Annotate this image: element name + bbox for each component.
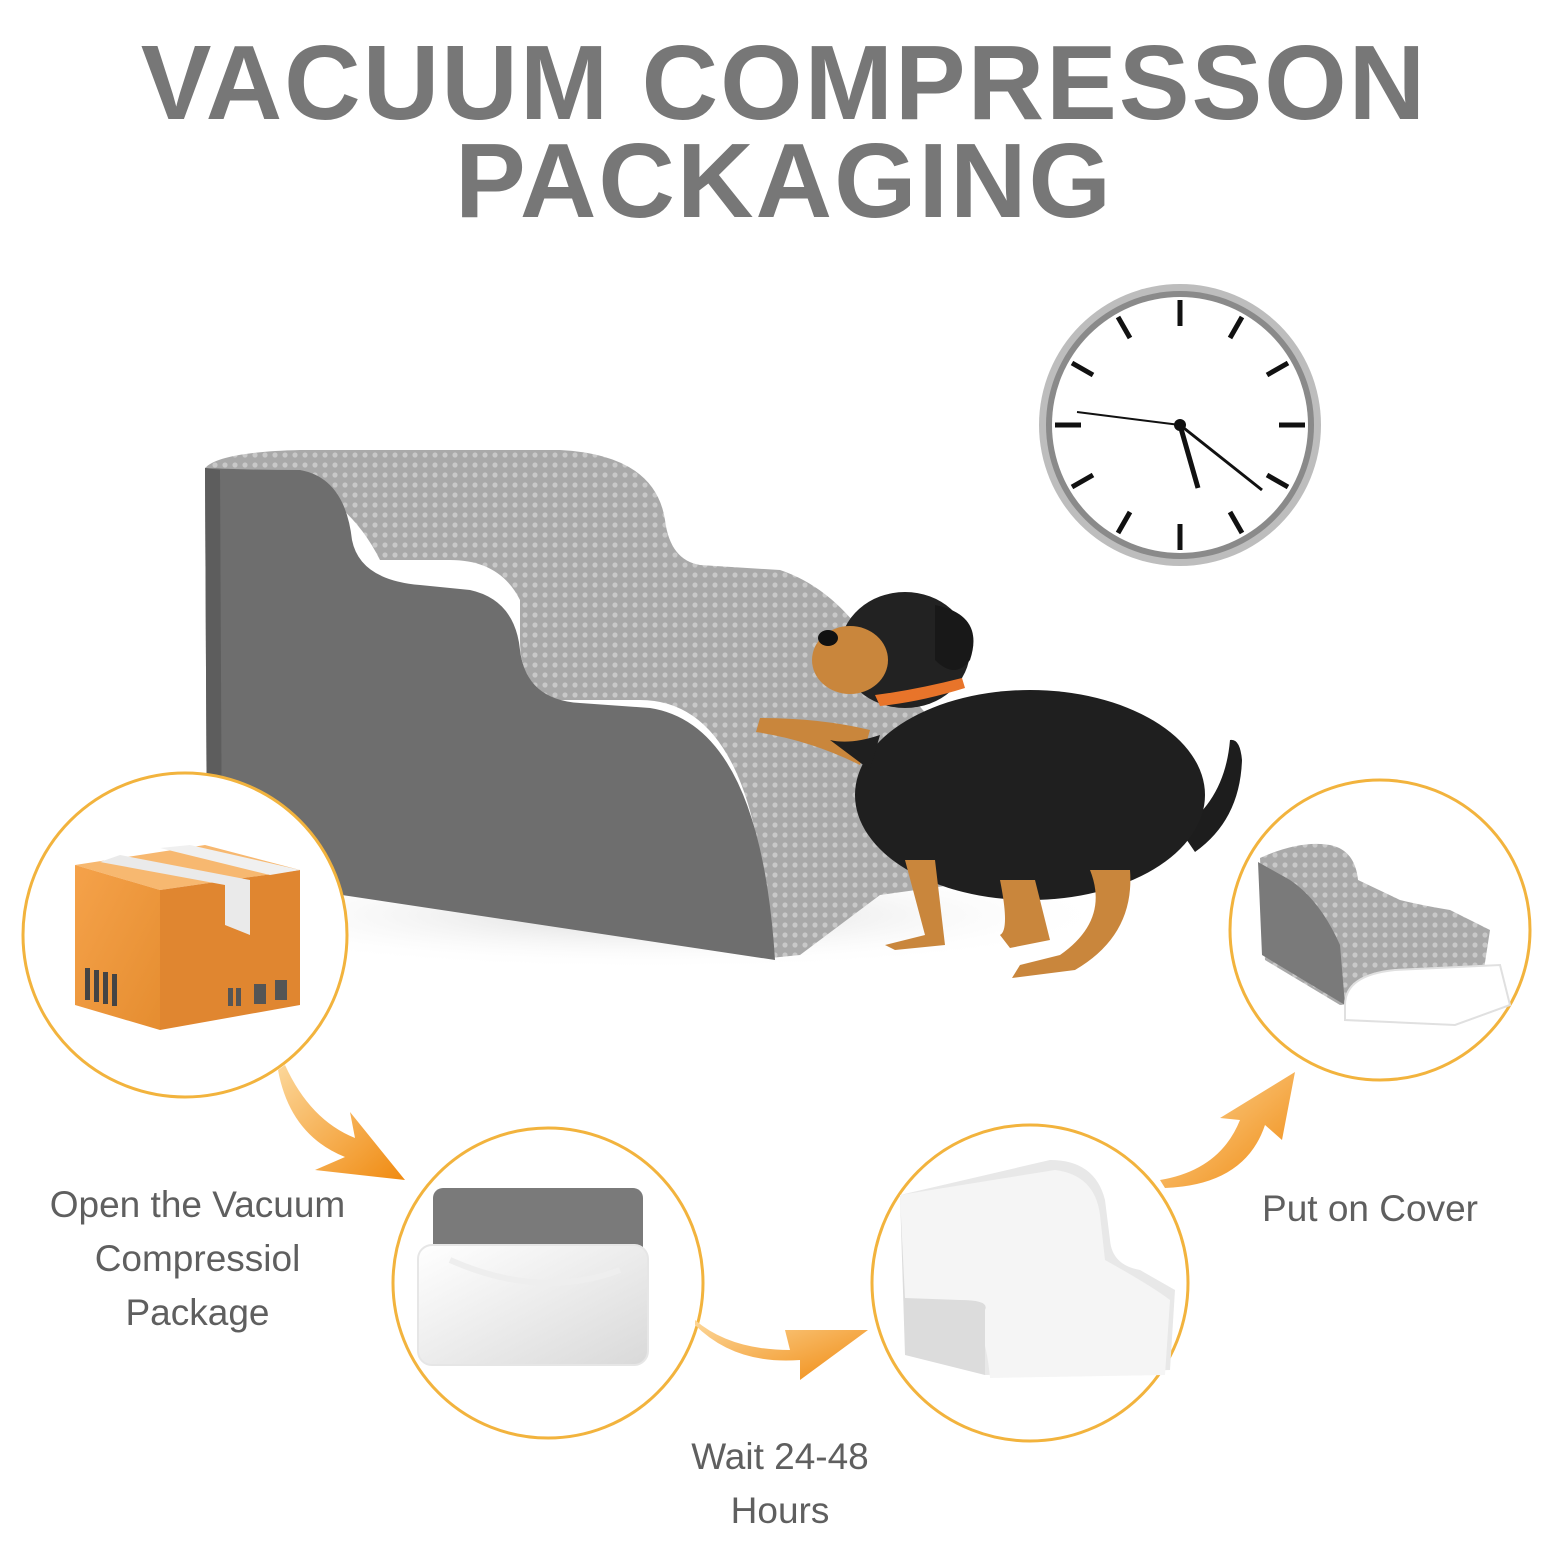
wall-clock-icon [1039,284,1321,566]
step-3-label: Put on Cover [1262,1188,1478,1229]
pet-stairs [205,450,1060,960]
step-2-line-1: Wait 24-48 [691,1436,869,1477]
step-circle-4 [1228,778,1532,1082]
step-2-line-2: Hours [730,1490,830,1531]
step-2-label: Wait 24-48 Hours [640,1430,920,1538]
step-circle-3 [870,1123,1190,1443]
step-1-label: Open the Vacuum Compressiol Package [20,1178,375,1340]
step-1-line-1: Open the Vacuum [49,1184,346,1225]
step-circle-1 [21,771,349,1099]
step-1-line-3: Package [125,1292,270,1333]
arrow-1-icon [278,1065,405,1180]
covered-stairs-icon [1258,843,1512,1027]
title-line-2: PACKAGING [455,122,1113,240]
step-1-line-2: Compressiol [94,1238,301,1279]
cardboard-box-icon [75,845,300,1030]
arrow-3-icon [1160,1072,1295,1188]
step-circle-2 [391,1126,705,1440]
arrow-2-icon [695,1320,868,1380]
title-line-1: VACUUM COMPRESSON [140,24,1428,142]
foam-stairs-icon [900,1160,1175,1378]
compressed-foam-icon [417,1188,649,1366]
puppy [756,592,1242,978]
